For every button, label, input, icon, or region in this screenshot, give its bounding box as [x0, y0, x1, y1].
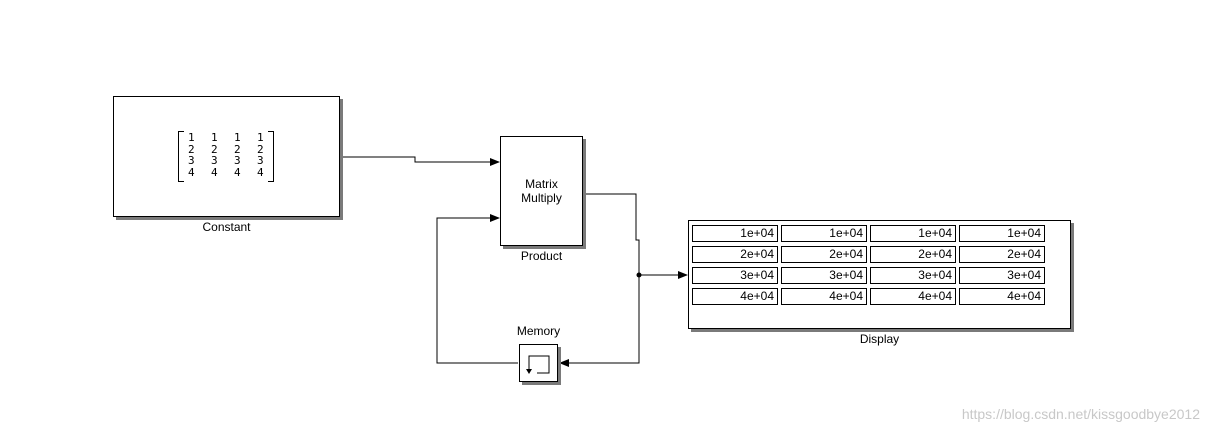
- display-cell: 4e+04: [959, 288, 1045, 305]
- matrix-cell: 2: [257, 142, 264, 156]
- watermark: https://blog.csdn.net/kissgoodbye2012: [961, 406, 1200, 422]
- display-cell: 3e+04: [692, 267, 778, 284]
- constant-matrix: 1 1 1 1 2 2 2 2 3 3 3 3 4 4 4 4: [176, 131, 276, 182]
- line-memory-to-product[interactable]: [436, 214, 518, 364]
- matrix-cell: 2: [188, 142, 195, 156]
- matrix-cell: 3: [211, 154, 218, 167]
- display-cell: 2e+04: [692, 246, 778, 263]
- display-grid: 1e+04 1e+04 1e+04 1e+04 2e+04 2e+04 2e+0…: [692, 225, 1045, 305]
- matrix-cell: 4: [188, 165, 195, 179]
- display-cell: 2e+04: [959, 246, 1045, 263]
- display-cell: 3e+04: [781, 267, 867, 284]
- matrix-cell: 3: [234, 154, 241, 167]
- matrix-cell: 1: [211, 131, 218, 144]
- product-title-line1: Matrix: [525, 177, 558, 191]
- right-bracket: [268, 131, 274, 182]
- constant-block[interactable]: 1 1 1 1 2 2 2 2 3 3 3 3 4 4 4 4: [113, 96, 340, 217]
- matrix-cell: 4: [257, 165, 264, 179]
- line-to-memory[interactable]: [559, 275, 640, 367]
- display-label: Display: [859, 332, 900, 346]
- matrix-cell: 1: [188, 131, 195, 144]
- display-cell: 4e+04: [692, 288, 778, 305]
- display-block[interactable]: 1e+04 1e+04 1e+04 1e+04 2e+04 2e+04 2e+0…: [688, 220, 1071, 329]
- matrix-cell: 1: [234, 131, 241, 144]
- display-cell: 3e+04: [870, 267, 956, 284]
- matrix-cell: 4: [211, 165, 218, 179]
- matrix-cells: 1 1 1 1 2 2 2 2 3 3 3 3 4 4 4 4: [188, 132, 280, 178]
- branch-point: [636, 272, 642, 278]
- matrix-cell: 2: [211, 142, 218, 156]
- display-cell: 2e+04: [781, 246, 867, 263]
- matrix-cell: 3: [188, 154, 195, 167]
- display-cell: 1e+04: [870, 225, 956, 242]
- display-cell: 1e+04: [781, 225, 867, 242]
- display-cell: 4e+04: [781, 288, 867, 305]
- line-constant-to-product[interactable]: [341, 156, 500, 166]
- display-cell: 1e+04: [692, 225, 778, 242]
- product-title-line2: Multiply: [521, 191, 562, 205]
- line-product-output[interactable]: [584, 193, 640, 275]
- memory-label: Memory: [516, 324, 561, 338]
- product-block[interactable]: Matrix Multiply: [500, 136, 583, 246]
- memory-block[interactable]: [519, 344, 558, 382]
- display-cell: 1e+04: [959, 225, 1045, 242]
- left-bracket: [178, 131, 184, 182]
- product-label: Product: [520, 249, 563, 263]
- matrix-cell: 3: [257, 154, 264, 167]
- constant-label: Constant: [202, 220, 251, 234]
- matrix-cell: 4: [234, 165, 241, 179]
- memory-icon: [526, 355, 550, 374]
- display-cell: 2e+04: [870, 246, 956, 263]
- product-title: Matrix Multiply: [501, 177, 582, 205]
- display-cell: 4e+04: [870, 288, 956, 305]
- matrix-cell: 1: [257, 131, 264, 144]
- display-cell: 3e+04: [959, 267, 1045, 284]
- matrix-cell: 2: [234, 142, 241, 156]
